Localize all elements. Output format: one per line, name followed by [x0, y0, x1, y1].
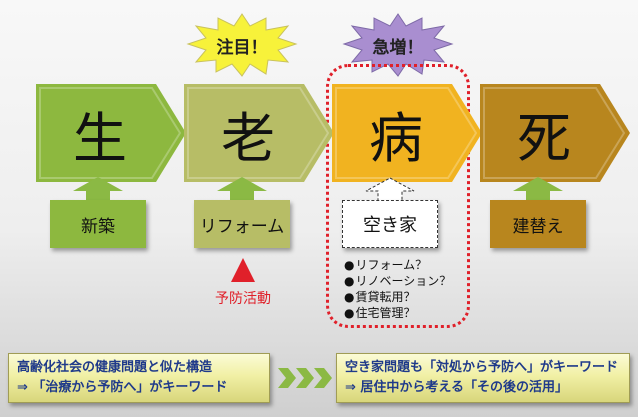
- vacant-option-item: 賃貸転用？: [344, 289, 451, 305]
- vacant-options-list: リフォーム？ リノベーション？ 賃貸転用？ 住宅管理？: [344, 257, 451, 321]
- stage-death: 死: [480, 84, 630, 182]
- vacant-option-item: リフォーム？: [344, 257, 451, 273]
- stage-death-label: 死: [517, 106, 571, 170]
- reform-box: リフォーム: [194, 200, 290, 248]
- vacant-house-box: 空き家: [342, 200, 438, 248]
- banner-right: 空き家問題も「対処から予防へ」がキーワード ⇒ 居住中から考える「その後の活用」: [336, 353, 630, 403]
- banner-right-line2: ⇒ 居住中から考える「その後の活用」: [345, 380, 569, 395]
- chevrons-icon: [278, 368, 332, 388]
- stage-birth: 生: [36, 84, 186, 182]
- prevention-triangle: [231, 258, 255, 282]
- banner-left-line1: 高齢化社会の健康問題と似た構造: [17, 360, 213, 375]
- rebuild-box: 建替え: [490, 200, 586, 248]
- stage-illness: 病: [332, 84, 482, 182]
- vacant-option-item: 住宅管理？: [344, 305, 451, 321]
- up-arrow-rebuild: [513, 177, 563, 203]
- new-build-box: 新築: [50, 200, 146, 248]
- banner-left-line2: ⇒ 「治療から予防へ」がキーワード: [17, 380, 228, 395]
- up-arrow-reform: [217, 177, 267, 203]
- attention-label: 注目！: [216, 37, 268, 58]
- attention-burst: [186, 13, 298, 77]
- banner-right-line1: 空き家問題も「対処から予防へ」がキーワード: [345, 360, 619, 375]
- surge-burst: [342, 13, 454, 77]
- stage-aging-label: 老: [221, 106, 275, 170]
- stage-birth-label: 生: [73, 106, 127, 170]
- banner-left: 高齢化社会の健康問題と似た構造 ⇒ 「治療から予防へ」がキーワード: [8, 353, 270, 403]
- stage-aging: 老: [184, 84, 334, 182]
- surge-label: 急増！: [372, 37, 424, 58]
- vacant-highlight-frame: [326, 64, 470, 328]
- up-arrow-new-build: [73, 177, 123, 203]
- stage-illness-label: 病: [369, 106, 423, 170]
- vacant-option-item: リノベーション？: [344, 273, 451, 289]
- prevention-label: 予防活動: [215, 291, 271, 307]
